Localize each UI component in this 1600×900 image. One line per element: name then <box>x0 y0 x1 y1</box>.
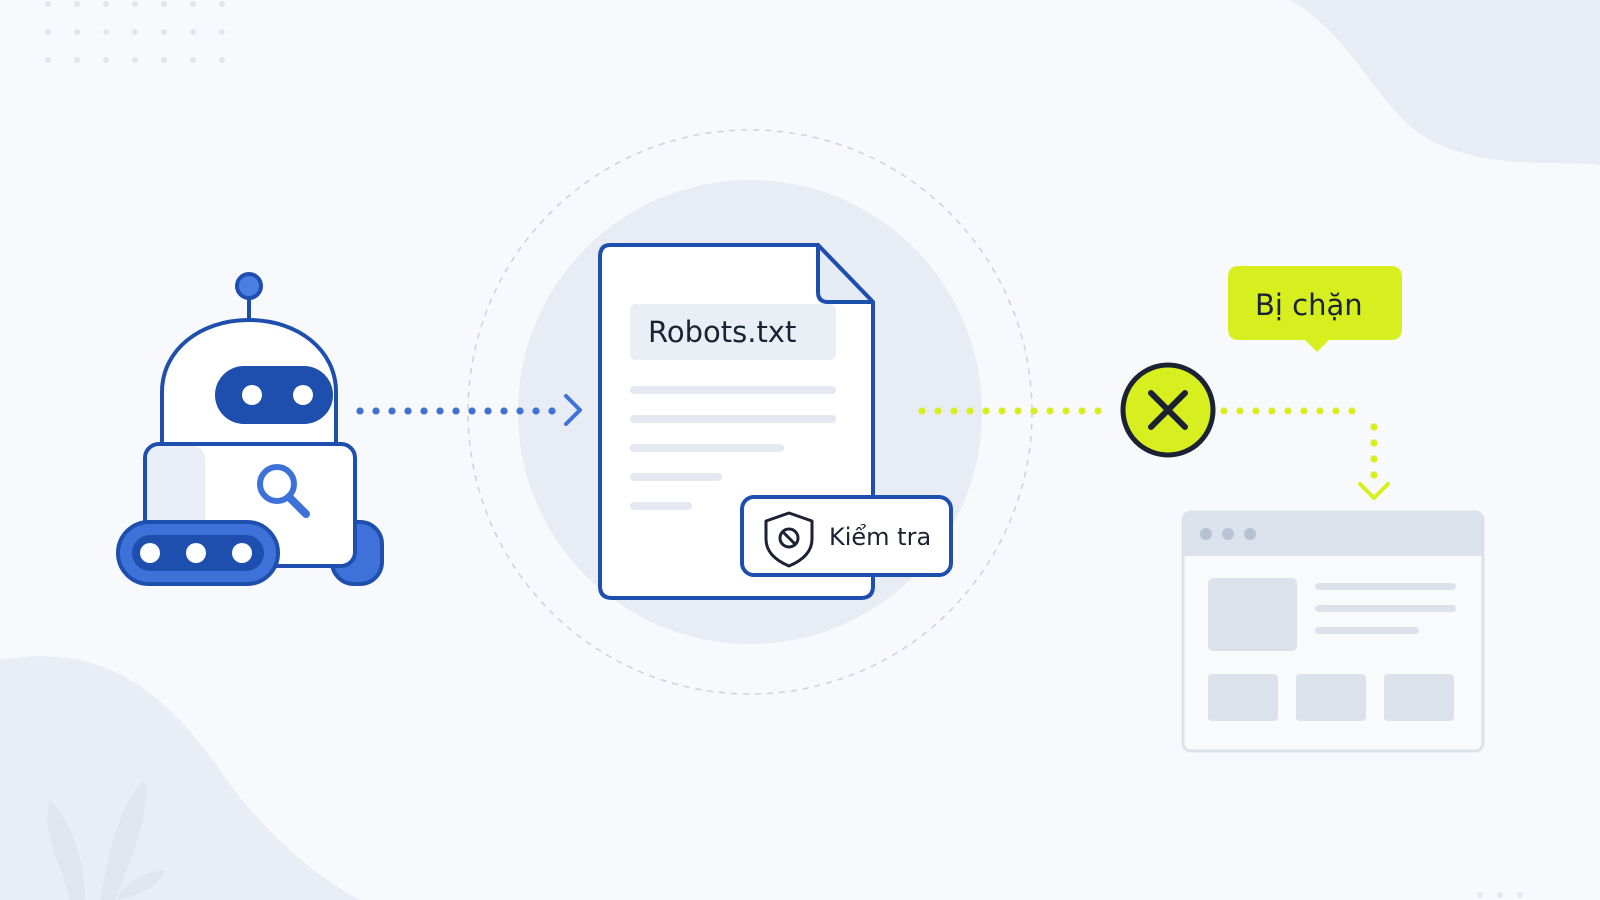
dot <box>532 407 540 415</box>
x-circle-icon <box>1120 362 1216 458</box>
document-text-lines <box>630 386 836 510</box>
leaf-icon <box>47 780 165 900</box>
dot <box>950 407 958 415</box>
dot <box>132 29 138 35</box>
blocked-path <box>918 407 1390 500</box>
check-badge-label: Kiểm tra <box>829 523 931 551</box>
browser-title-bar <box>1183 512 1483 556</box>
dot <box>436 407 444 415</box>
shield-block-icon <box>764 511 814 568</box>
dot <box>1046 407 1054 415</box>
dot <box>190 57 196 63</box>
website-cards <box>1208 674 1454 721</box>
dot <box>103 29 109 35</box>
dot <box>103 57 109 63</box>
dot <box>998 407 1006 415</box>
background-blob-top-right <box>1290 0 1600 165</box>
dot <box>1348 407 1356 415</box>
robot-visor <box>215 366 333 424</box>
dot <box>1316 407 1324 415</box>
dot <box>484 407 492 415</box>
dot <box>45 1 51 7</box>
dot <box>966 407 974 415</box>
dot <box>190 1 196 7</box>
dot-grid-decoration <box>45 1 225 63</box>
dot <box>1078 407 1086 415</box>
blocked-bubble: Bị chặn <box>1228 266 1402 352</box>
blocked-bubble-label: Bị chặn <box>1255 288 1363 322</box>
document-title-box <box>630 304 836 360</box>
dot <box>74 29 80 35</box>
dot <box>516 407 524 415</box>
website-hero-image <box>1208 578 1297 651</box>
dot <box>132 1 138 7</box>
dot <box>219 1 225 7</box>
document-title: Robots.txt <box>648 315 796 349</box>
dot <box>420 407 428 415</box>
dot <box>1252 407 1260 415</box>
dot <box>1062 407 1070 415</box>
dot <box>982 407 990 415</box>
dot <box>219 57 225 63</box>
robot-crawler-icon <box>116 272 384 586</box>
dot <box>372 407 380 415</box>
dot <box>1268 407 1276 415</box>
dot <box>1370 439 1378 447</box>
robot-antenna <box>235 272 263 300</box>
background-blob-bottom-left <box>0 656 360 900</box>
dot <box>74 57 80 63</box>
dot <box>74 1 80 7</box>
dot <box>452 407 460 415</box>
dot <box>356 407 364 415</box>
dot <box>1094 407 1102 415</box>
dot <box>1236 407 1244 415</box>
dot <box>161 1 167 7</box>
dot <box>190 29 196 35</box>
dot <box>1284 407 1292 415</box>
dot <box>1014 407 1022 415</box>
document-fold <box>816 243 875 304</box>
robot-tracks <box>116 520 280 586</box>
website-window <box>1181 510 1485 753</box>
dot <box>1370 423 1378 431</box>
dot <box>918 407 926 415</box>
dot <box>404 407 412 415</box>
dot <box>468 407 476 415</box>
dot <box>219 29 225 35</box>
dot <box>1370 471 1378 479</box>
search-icon <box>257 464 310 518</box>
dot <box>388 407 396 415</box>
check-badge: Kiểm tra <box>740 495 953 577</box>
dot <box>45 57 51 63</box>
crawl-request-arrow <box>356 394 582 426</box>
dot <box>103 1 109 7</box>
browser-dots <box>1200 528 1256 540</box>
dot <box>934 407 942 415</box>
dot <box>1300 407 1308 415</box>
dot <box>161 29 167 35</box>
dot <box>45 29 51 35</box>
dot <box>548 407 556 415</box>
dot <box>1370 455 1378 463</box>
dot <box>1030 407 1038 415</box>
dot <box>1332 407 1340 415</box>
dot <box>1220 407 1228 415</box>
website-text-lines <box>1315 583 1456 634</box>
dot-grid-decoration-bottom <box>1477 892 1523 898</box>
dot <box>500 407 508 415</box>
dot <box>132 57 138 63</box>
dot <box>161 57 167 63</box>
